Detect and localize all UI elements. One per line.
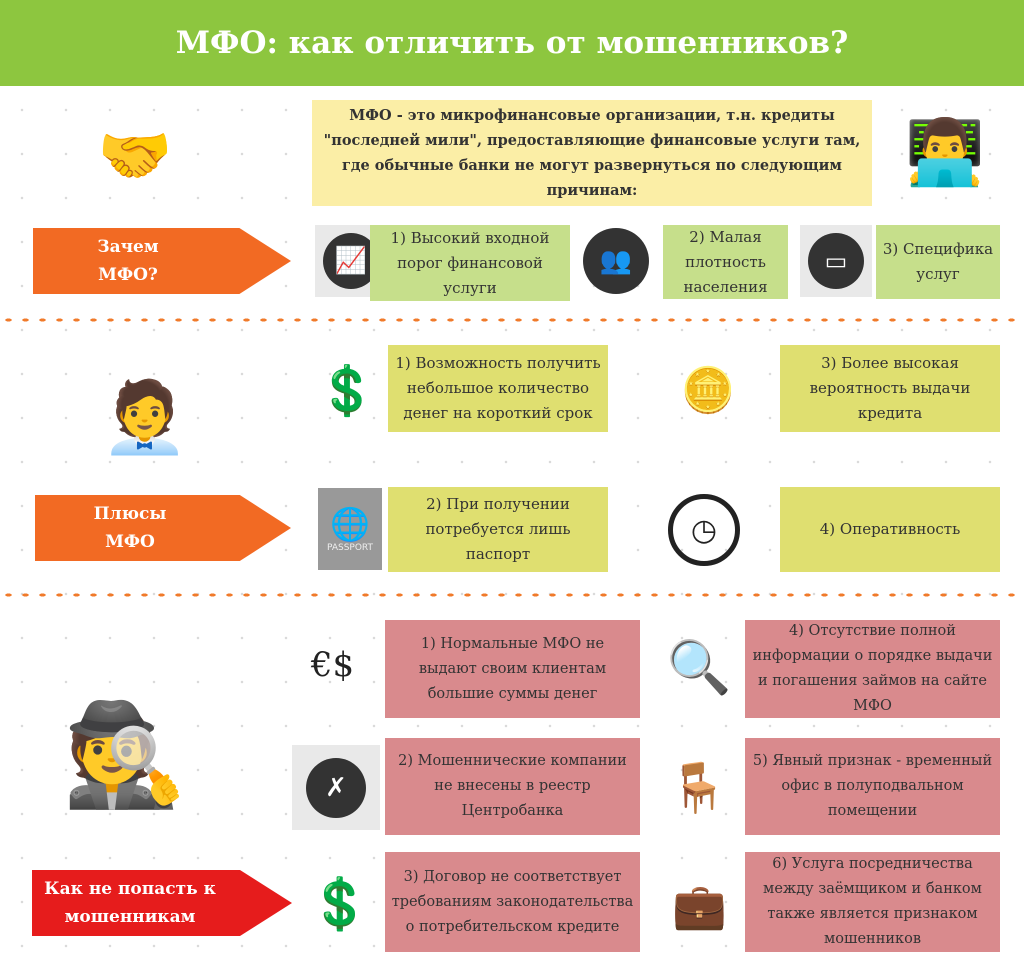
dollar-touch-icon: 💲	[308, 875, 372, 933]
fraud-item-6: 6) Услуга посредничества между заёмщиком…	[745, 852, 1000, 952]
fraud-item-2: 2) Мошеннические компании не внесены в р…	[385, 738, 640, 835]
briefcase-dollar-icon: 💼	[672, 881, 727, 932]
man-at-computer-icon: 👨‍💻	[905, 116, 985, 190]
why-item-2: 2) Малая плотность населения	[663, 225, 788, 299]
divider	[0, 591, 1024, 599]
pros-label: Плюсы МФО	[93, 504, 167, 552]
credit-card-icon: ▭	[800, 225, 872, 297]
hand-money-icon: 💲	[317, 362, 377, 419]
fraud-item-5: 5) Явный признак - временный офис в полу…	[745, 738, 1000, 835]
euro-dollar-coins-icon: €$	[310, 645, 355, 685]
pros-item-3: 3) Более высокая вероятность выдачи кред…	[780, 345, 1000, 432]
passport-icon: 🌐PASSPORT	[318, 488, 382, 570]
why-arrow: Зачем МФО?	[33, 228, 291, 294]
document-reject-icon: ✗	[292, 745, 380, 830]
coins-dollar-icon: 🪙	[680, 365, 736, 416]
why-item-3: 3) Специфика услуг	[876, 225, 1000, 299]
document-search-icon: 🔍	[666, 637, 732, 698]
intro-text: МФО - это микрофинансовые организации, т…	[312, 100, 872, 206]
why-item-1: 1) Высокий входной порог финансовой услу…	[370, 225, 570, 301]
people-icon: 👥	[583, 228, 649, 294]
clock-icon: ◷	[668, 494, 740, 566]
fraud-item-4: 4) Отсутствие полной информации о порядк…	[745, 620, 1000, 718]
fraud-item-1: 1) Нормальные МФО не выдают своим клиент…	[385, 620, 640, 718]
fraud-label: Как не попасть к мошенникам	[44, 879, 216, 927]
pros-item-4: 4) Оперативность	[780, 487, 1000, 572]
pros-item-1: 1) Возможность получить небольшое количе…	[388, 345, 608, 432]
pros-arrow: Плюсы МФО	[35, 495, 291, 561]
page-title: МФО: как отличить от мошенников?	[0, 0, 1024, 86]
passport-text: PASSPORT	[326, 543, 374, 553]
why-label: Зачем МФО?	[97, 237, 159, 285]
businessman-presentation-icon: 🧑‍💼	[101, 376, 189, 458]
office-worker-icon: 🪑	[668, 760, 728, 816]
fraud-arrow: Как не попасть к мошенникам	[32, 870, 292, 936]
businessmen-handshake-icon: 🤝	[97, 120, 173, 191]
divider	[0, 316, 1024, 324]
masked-fraudster-icon: 🕵	[62, 696, 188, 813]
fraud-item-3: 3) Договор не соответствует требованиям …	[385, 852, 640, 952]
pros-item-2: 2) При получении потребуется лишь паспор…	[388, 487, 608, 572]
